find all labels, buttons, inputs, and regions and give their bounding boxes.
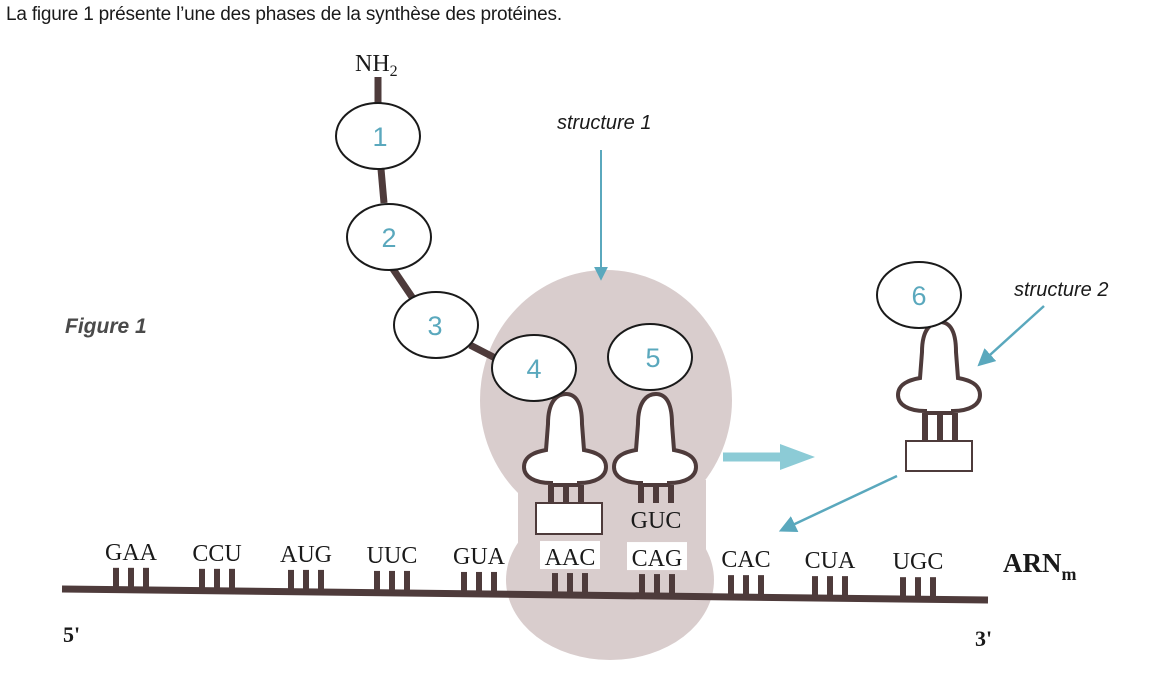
codon-highlight	[627, 542, 687, 571]
amino-acid-3	[393, 291, 479, 359]
peptide-bond-1-2	[377, 168, 388, 204]
mrna-strand	[61, 567, 989, 604]
amino-acid-3-number: 3	[427, 311, 442, 341]
amino-acid-6	[876, 261, 962, 329]
codon-label: CUA	[805, 548, 856, 574]
amino-acid-4-number: 4	[526, 354, 541, 384]
amino-acids	[335, 102, 962, 402]
anticodon-label: GUC	[631, 508, 682, 534]
codon-label: GUA	[453, 544, 506, 570]
peptide-chain	[374, 77, 501, 364]
three-prime-label: 3'	[975, 626, 992, 651]
amino-acid-6-number: 6	[911, 281, 926, 311]
amino-acid-2	[346, 203, 432, 271]
structure2-arrow	[977, 305, 1045, 367]
trna-1	[521, 391, 609, 535]
amino-acid-5	[607, 323, 693, 391]
codon-label: UGC	[893, 549, 944, 575]
trna-release-arrow	[778, 474, 898, 532]
structure2-label: structure 2	[1014, 279, 1108, 301]
codon-label: UUC	[367, 543, 418, 569]
codon-label: CAG	[632, 546, 683, 572]
amino-acid-4	[491, 334, 577, 402]
trna-3-released	[895, 319, 983, 472]
amino-acid-1	[335, 102, 421, 170]
codon-label: AUG	[280, 542, 332, 568]
amino-acid-5-number: 5	[645, 343, 660, 373]
anticodon-box-empty	[535, 502, 603, 535]
nh2-label: NH2	[355, 51, 398, 80]
codon-label: GAA	[105, 540, 158, 566]
codon-highlight	[540, 541, 600, 570]
codon-label: CAC	[721, 547, 770, 573]
five-prime-label: 5'	[63, 622, 80, 647]
codon-label: AAC	[545, 545, 596, 571]
arnm-label: ARNm	[1003, 548, 1077, 584]
figure-label: Figure 1	[65, 315, 147, 338]
structure1-label: structure 1	[557, 112, 651, 134]
ribosome-movement-arrow	[723, 444, 815, 470]
peptide-bond-2-3	[390, 267, 417, 302]
intro-text: La figure 1 présente l’une des phases de…	[6, 4, 562, 25]
amino-acid-1-number: 1	[372, 122, 387, 152]
codon-label: CCU	[192, 541, 241, 567]
anticodon-box-empty	[905, 440, 973, 472]
amino-acid-2-number: 2	[381, 223, 396, 253]
trna-2	[611, 391, 699, 503]
